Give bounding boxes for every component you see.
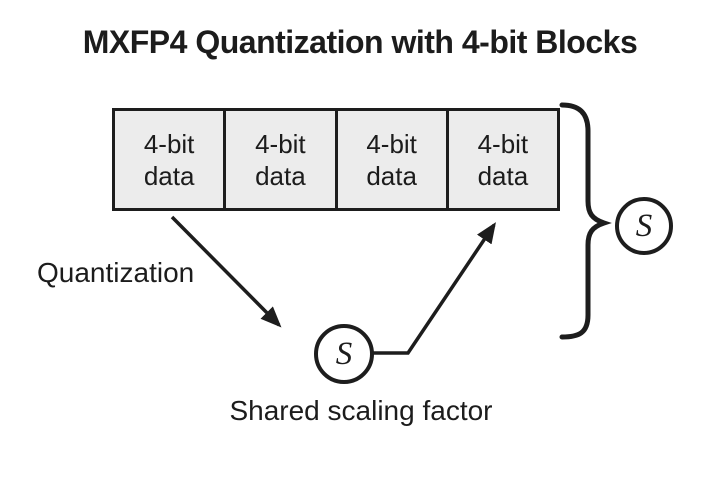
quantization-label: Quantization [37, 257, 195, 288]
block-cell-3: 4-bit data [334, 111, 446, 208]
block-cell-label-line1: 4-bit [143, 128, 195, 159]
block-group-brace [559, 102, 612, 340]
block-cell-2: 4-bit data [223, 111, 334, 208]
block-row: 4-bit data 4-bit data 4-bit data 4-bit d… [112, 108, 560, 211]
block-cell-1: 4-bit data [115, 111, 223, 208]
block-cell-label-line2: data [255, 160, 306, 191]
diagram-title: MXFP4 Quantization with 4-bit Blocks [82, 24, 638, 60]
scaling-apply-arrow [372, 222, 496, 355]
block-cell-label-line1: 4-bit [255, 128, 306, 159]
block-cell-label-line1: 4-bit [366, 128, 417, 159]
block-cell-4: 4-bit data [445, 111, 557, 208]
scale-factor-circle-brace [615, 197, 673, 255]
block-cell-label-line2: data [143, 160, 195, 191]
shared-scaling-factor-label: Shared scaling factor [229, 395, 493, 426]
block-cell-label-line2: data [366, 160, 417, 191]
block-cell-label-line1: 4-bit [477, 128, 529, 159]
block-cell-label-line2: data [477, 160, 529, 191]
scale-factor-circle-shared [314, 324, 374, 384]
quantization-arrow [170, 215, 282, 328]
